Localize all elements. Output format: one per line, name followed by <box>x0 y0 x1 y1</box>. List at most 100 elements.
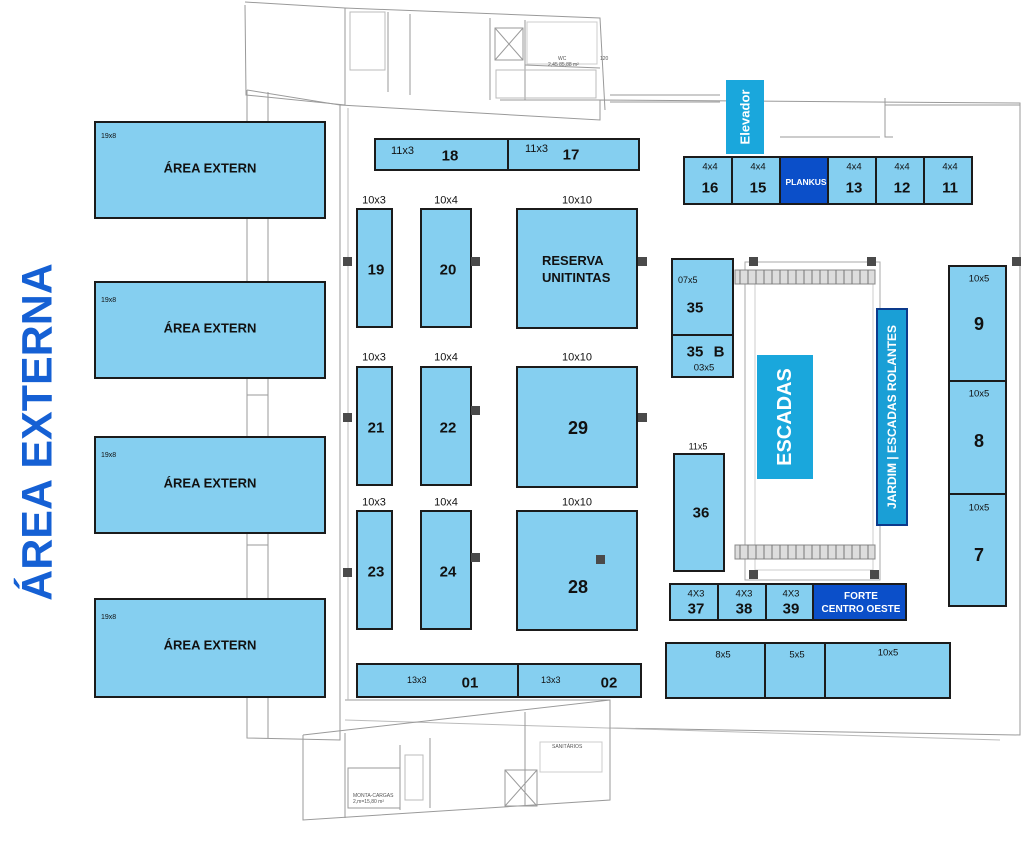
booth-38[interactable]: 4X3 38 <box>717 583 767 621</box>
booth-35b[interactable]: 35 B 03x5 <box>671 334 734 378</box>
wc-area-label: 2,45 85,88 m² <box>548 62 579 68</box>
booth-number: 29 <box>567 418 589 438</box>
booth-number: 15 <box>749 179 767 197</box>
booth-35[interactable]: 07x5 35 <box>671 258 734 336</box>
booth-02[interactable]: 13x3 02 <box>517 663 642 698</box>
booth-22[interactable]: 22 <box>420 366 472 486</box>
pillar <box>471 257 480 266</box>
pillar <box>471 553 480 562</box>
booth-11[interactable]: 4x4 11 <box>923 156 973 205</box>
pillar <box>343 413 352 422</box>
booth-8[interactable]: 10x5 8 <box>948 380 1007 495</box>
external-area-1[interactable]: 19x8 ÁREA EXTERN <box>94 121 326 219</box>
booth-18[interactable]: 11x3 18 <box>374 138 511 171</box>
booth-number: 35 <box>686 343 704 361</box>
booth-number: 02 <box>600 674 618 692</box>
booth-23[interactable]: 23 <box>356 510 393 630</box>
booth-20-size: 10x4 <box>434 194 458 207</box>
booth-5x5[interactable]: 5x5 <box>764 642 826 699</box>
booth-19-size: 10x3 <box>362 194 386 207</box>
booth-size: 4X3 <box>687 588 705 600</box>
booth-number: 18 <box>441 147 459 165</box>
reserva-size: 10x10 <box>562 194 592 207</box>
booth-size: 03x5 <box>693 362 715 374</box>
booth-21[interactable]: 21 <box>356 366 393 486</box>
booth-37[interactable]: 4X3 37 <box>669 583 719 621</box>
booth-forte-centro-oeste[interactable]: FORTE CENTRO OESTE <box>812 583 907 621</box>
booth-number: 39 <box>782 600 800 618</box>
booth-label-line1: FORTE <box>844 591 878 602</box>
stairs-label: ESCADAS <box>774 368 796 466</box>
booth-number: 8 <box>973 431 985 451</box>
room-name-label: MONTA-CARGAS <box>353 793 394 799</box>
booth-8x5[interactable]: 8x5 <box>665 642 766 699</box>
booth-12[interactable]: 4x4 12 <box>875 156 925 205</box>
booth-9[interactable]: 10x5 9 <box>948 265 1007 382</box>
booth-number: 38 <box>735 600 753 618</box>
booth-number: 12 <box>893 179 911 197</box>
external-area-label: ÁREA EXTERN <box>163 320 257 336</box>
booth-number: 22 <box>439 419 457 437</box>
elevator-label: Elevador <box>737 89 753 145</box>
booth-size: 4x4 <box>846 161 862 173</box>
booth-label-line2: UNITINTAS <box>542 270 611 285</box>
booth-20[interactable]: 20 <box>420 208 472 328</box>
booth-size: 10x5 <box>968 273 990 285</box>
booth-label: PLANKUS <box>785 176 827 187</box>
booth-size: 8x5 <box>715 649 731 661</box>
booth-15[interactable]: 4x4 15 <box>731 156 781 205</box>
booth-number: 24 <box>439 563 457 581</box>
booth-label-line2: CENTRO OESTE <box>821 604 901 615</box>
booth-7[interactable]: 10x5 7 <box>948 493 1007 607</box>
external-area-label: ÁREA EXTERN <box>163 637 257 653</box>
external-area-size: 19x8 <box>101 297 117 304</box>
pillar <box>343 568 352 577</box>
booth-16[interactable]: 4x4 16 <box>683 156 733 205</box>
booth-size: 4X3 <box>735 588 753 600</box>
booth-19[interactable]: 19 <box>356 208 393 328</box>
booth-number: 23 <box>367 563 385 581</box>
booth-plankus[interactable]: PLANKUS <box>779 156 829 205</box>
booth-number: 37 <box>687 600 705 618</box>
booth-36-size: 11x5 <box>688 441 708 452</box>
booth-21-size: 10x3 <box>362 351 386 364</box>
booth-39[interactable]: 4X3 39 <box>765 583 814 621</box>
booth-number: 35 <box>686 299 704 317</box>
booth-17[interactable]: 11x3 17 <box>507 138 640 171</box>
booth-number: 7 <box>973 545 985 565</box>
pillar <box>867 257 876 266</box>
booth-number: 19 <box>367 261 385 279</box>
booth-size: 10x5 <box>877 647 899 659</box>
external-area-size: 19x8 <box>101 452 117 459</box>
booth-number: 01 <box>461 674 479 692</box>
booth-number: 21 <box>367 419 385 437</box>
booth-13[interactable]: 4x4 13 <box>827 156 877 205</box>
booth-28[interactable]: 28 <box>516 510 638 631</box>
booth-24-size: 10x4 <box>434 496 458 509</box>
external-area-3[interactable]: 19x8 ÁREA EXTERN <box>94 436 326 534</box>
booth-size: 4x4 <box>942 161 958 173</box>
booth-size: 10x5 <box>968 502 990 514</box>
booth-number: 9 <box>973 314 985 334</box>
external-area-4[interactable]: 19x8 ÁREA EXTERN <box>94 598 326 698</box>
external-area-size: 19x8 <box>101 614 117 621</box>
booth-number: 28 <box>567 577 589 597</box>
pillar <box>471 406 480 415</box>
external-area-2[interactable]: 19x8 ÁREA EXTERN <box>94 281 326 379</box>
booth-number: 17 <box>562 146 580 164</box>
booth-number: 20 <box>439 261 457 279</box>
booth-24[interactable]: 24 <box>420 510 472 630</box>
booth-01[interactable]: 13x3 01 <box>356 663 519 698</box>
booth-29[interactable]: 29 <box>516 366 638 488</box>
booth-23-size: 10x3 <box>362 496 386 509</box>
room-area-label: 2,m=15,80 m² <box>353 799 384 805</box>
external-area-size: 19x8 <box>101 133 117 140</box>
booth-size: 4x4 <box>702 161 718 173</box>
booth-28-size: 10x10 <box>562 496 592 509</box>
booth-reserva-unitintas[interactable]: RESERVA UNITINTAS <box>516 208 638 329</box>
booth-10x5[interactable]: 10x5 <box>824 642 951 699</box>
booth-label-line1: RESERVA <box>542 253 604 268</box>
booth-36[interactable]: 36 <box>673 453 725 572</box>
pillar <box>749 257 758 266</box>
